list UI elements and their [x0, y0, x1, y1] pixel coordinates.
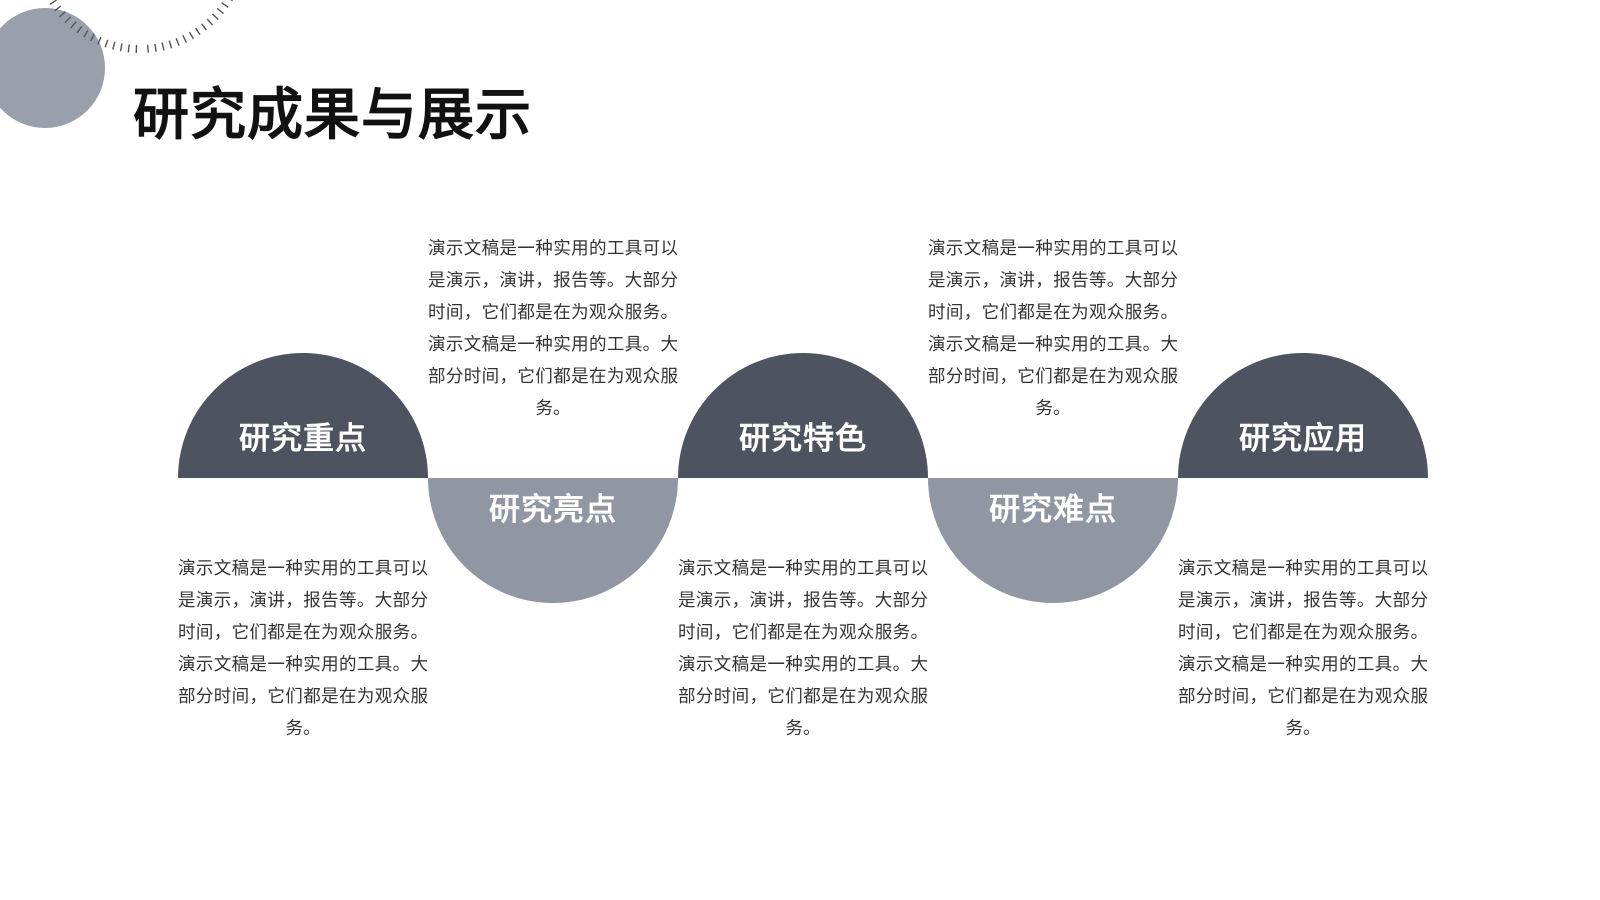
decor-tick — [104, 39, 109, 48]
decor-tick — [97, 36, 102, 45]
decor-tick — [216, 7, 224, 15]
decor-tick — [188, 31, 194, 40]
decor-tick — [76, 25, 83, 34]
page-title: 研究成果与展示 — [133, 83, 532, 148]
decor-tick — [201, 23, 208, 31]
decor-tick — [90, 33, 95, 42]
decor-tick — [127, 44, 130, 53]
item-5-semicircle: 研究应用 — [1178, 353, 1428, 478]
decor-tick — [211, 13, 219, 20]
item-2-description: 演示文稿是一种实用的工具可以是演示，演讲，报告等。大部分时间，它们都是在为观众服… — [428, 239, 678, 419]
item-3-description: 演示文稿是一种实用的工具可以是演示，演讲，报告等。大部分时间，它们都是在为观众服… — [678, 559, 928, 739]
item-1-label: 研究重点 — [239, 420, 367, 457]
item-1-semicircle: 研究重点 — [178, 353, 428, 478]
decor-tick-marks — [49, 0, 233, 53]
item-5-description: 演示文稿是一种实用的工具可以是演示，演讲，报告等。大部分时间，它们都是在为观众服… — [1178, 559, 1428, 739]
decor-tick — [154, 43, 157, 52]
item-4-label: 研究难点 — [989, 492, 1117, 528]
item-3-label: 研究特色 — [739, 420, 867, 457]
decor-tick — [112, 41, 116, 50]
decor-tick — [230, 0, 233, 2]
decor-tick — [221, 2, 229, 8]
decor-tick — [146, 44, 149, 53]
decor-tick — [49, 0, 57, 6]
decor-circle — [0, 8, 105, 128]
decor-tick — [54, 5, 62, 12]
item-5-label: 研究应用 — [1239, 420, 1367, 457]
decor-tick — [119, 43, 123, 52]
item-4-description: 演示文稿是一种实用的工具可以是演示，演讲，报告等。大部分时间，它们都是在为观众服… — [928, 239, 1178, 419]
item-1-description: 演示文稿是一种实用的工具可以是演示，演讲，报告等。大部分时间，它们都是在为观众服… — [178, 559, 428, 739]
decor-tick — [182, 35, 187, 43]
corner-decoration — [0, 0, 233, 128]
item-4-semicircle: 研究难点 — [928, 478, 1178, 603]
item-2-semicircle: 研究亮点 — [428, 478, 678, 603]
decor-tick — [70, 21, 77, 29]
decor-tick — [83, 29, 89, 38]
decor-tick — [64, 16, 72, 24]
decor-tick — [206, 18, 214, 26]
decor-tick — [195, 27, 201, 36]
decor-tick — [175, 37, 180, 46]
decor-tick — [161, 42, 165, 51]
decor-tick — [59, 11, 66, 18]
item-3-semicircle: 研究特色 — [678, 353, 928, 478]
item-2-label: 研究亮点 — [489, 492, 617, 528]
decor-tick — [168, 40, 173, 49]
